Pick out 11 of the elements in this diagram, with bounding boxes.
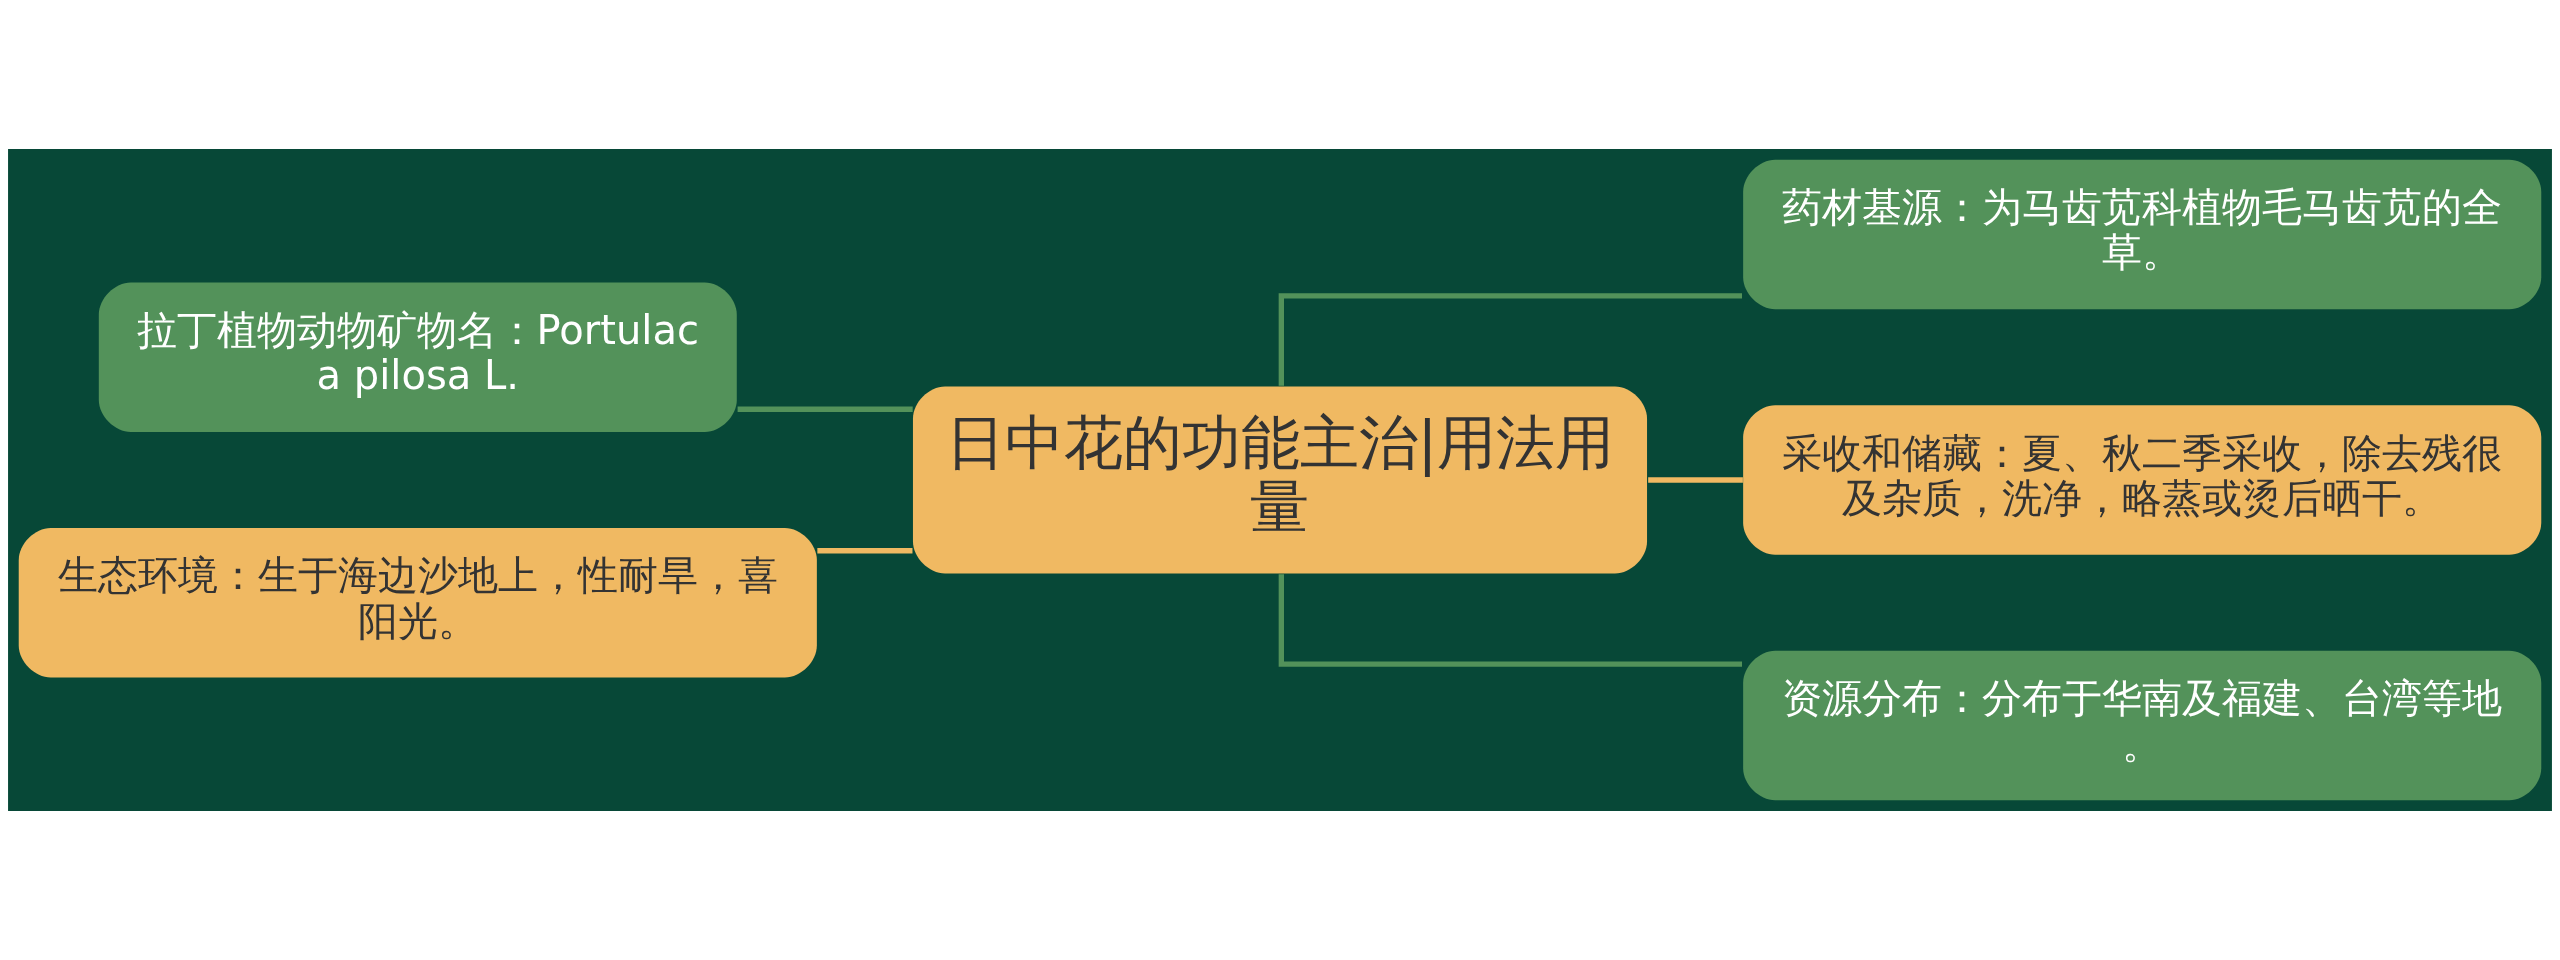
node-box: 日中花的功能主治|用法用量 [912, 386, 1648, 574]
connector [1278, 293, 1742, 386]
node-box: 资源分布：分布于华南及福建、台湾等地。 [1743, 650, 2542, 801]
node-box: 生态环境：生于海边沙地上，性耐旱，喜阳光。 [18, 528, 817, 678]
connector [817, 548, 913, 554]
node-box: 采收和储藏：夏、秋二季采收，除去残很及杂质，洗净，略蒸或烫后晒干。 [1743, 405, 2542, 555]
node-box: 药材基源：为马齿苋科植物毛马齿苋的全草。 [1743, 159, 2542, 310]
node-box: 拉丁植物动物矿物名：Portulaca pilosa L. [98, 282, 737, 432]
connector [737, 406, 913, 412]
connector [1648, 477, 1743, 483]
connector [1278, 574, 1742, 667]
